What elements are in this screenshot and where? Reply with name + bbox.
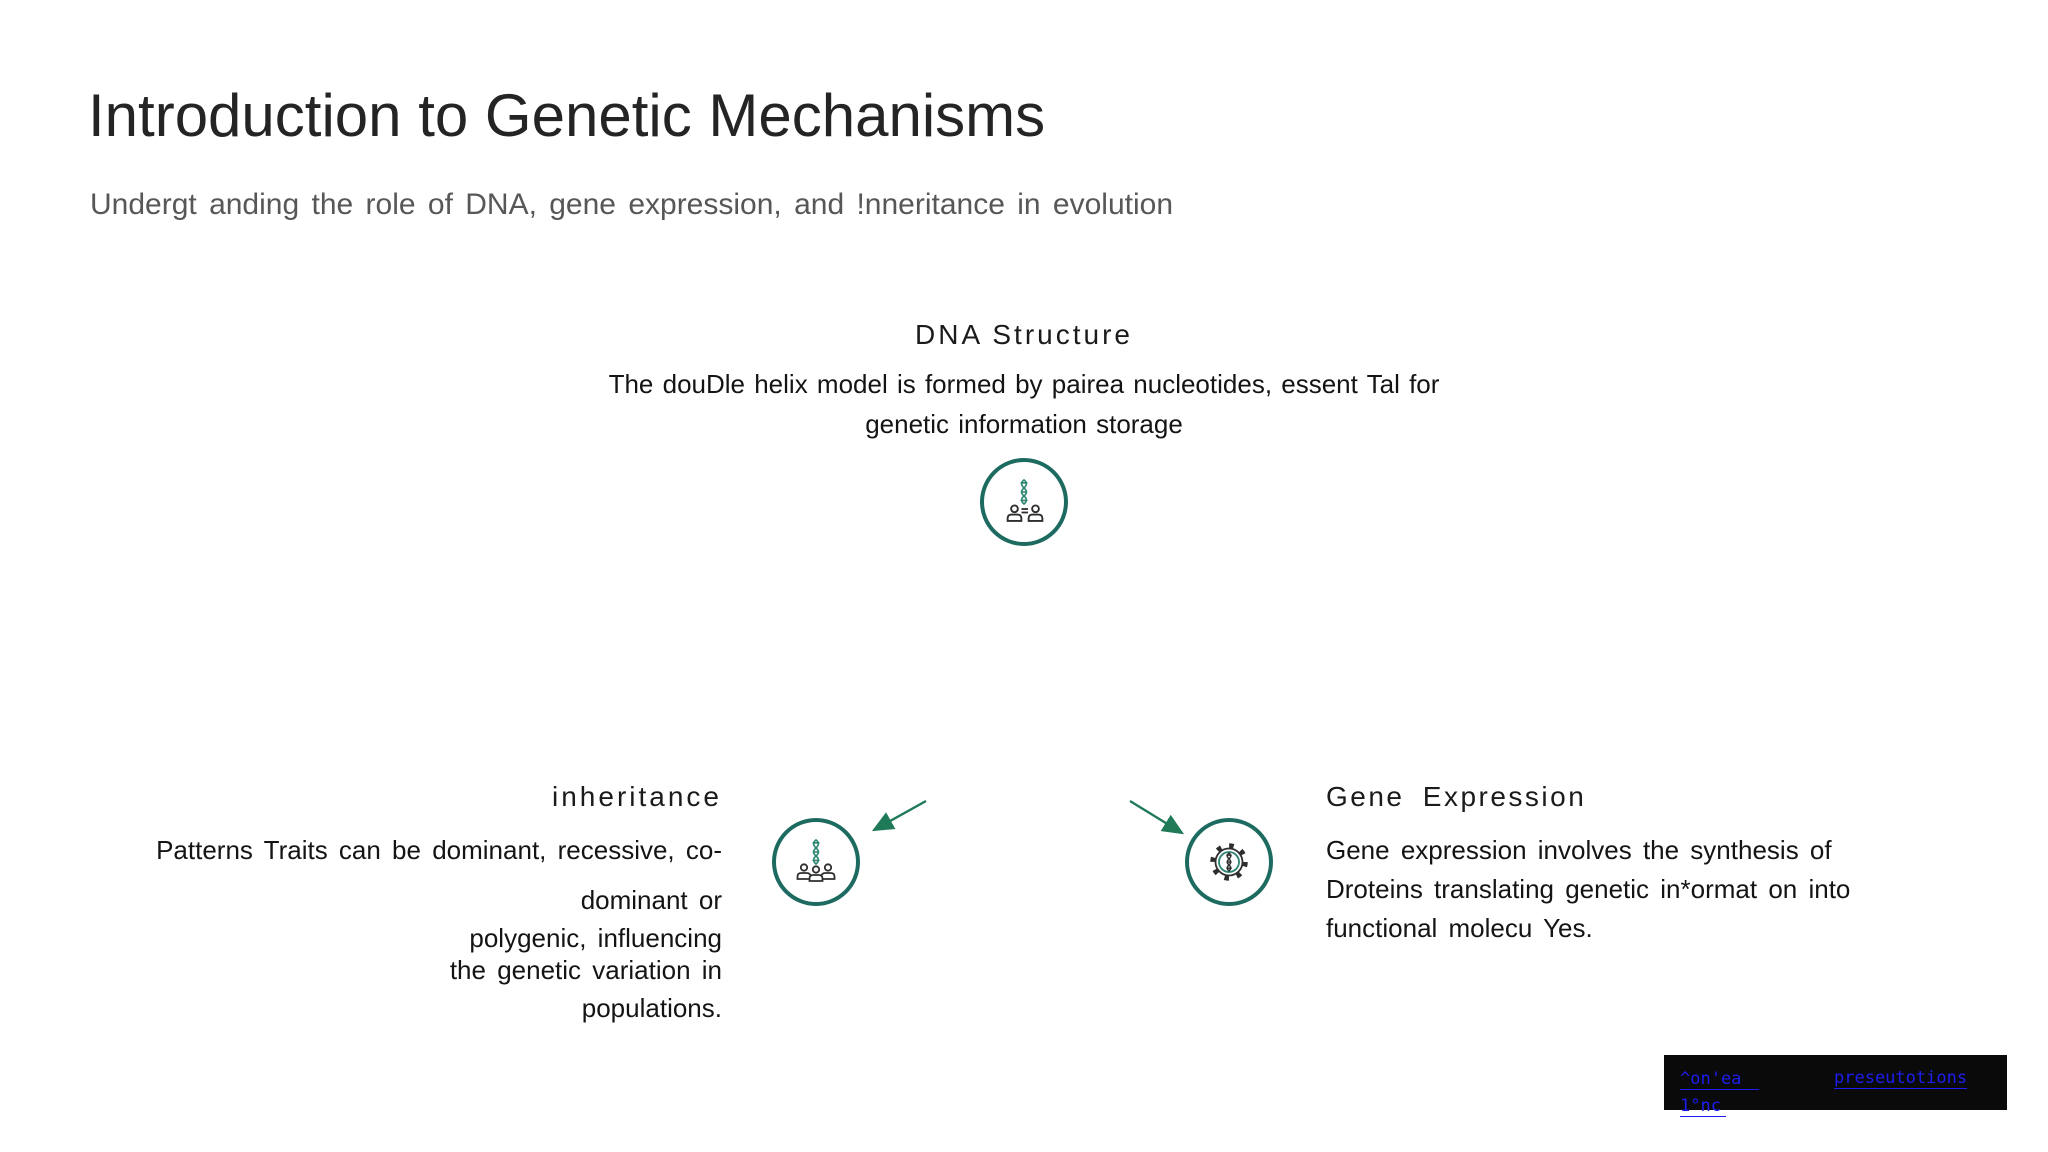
dna-structure-heading: DNA Structure bbox=[915, 319, 1133, 350]
gene-expression-heading: Gene Expression bbox=[1326, 781, 1587, 812]
inheritance-line: dominant or bbox=[580, 885, 722, 915]
dna-structure-line: The douDle helix model is formed by pair… bbox=[608, 369, 1440, 399]
footer-link-3[interactable]: 1°nc bbox=[1680, 1096, 1726, 1117]
footer-link-2[interactable]: preseutotions bbox=[1834, 1068, 1968, 1089]
gear-dna-icon bbox=[1185, 818, 1273, 906]
gene-expression-line: Gene expression involves the synthesis o… bbox=[1326, 835, 1832, 865]
gene-expression-line: Droteins translating genetic in*ormat on… bbox=[1326, 874, 1851, 904]
section-inheritance: inheritance Patterns Traits can be domin… bbox=[42, 780, 722, 1027]
inheritance-line: Patterns Traits can be dominant, recessi… bbox=[156, 835, 722, 865]
dna-structure-text: The douDle helix model is formed by pair… bbox=[474, 364, 1574, 444]
inheritance-line: populations. bbox=[581, 993, 722, 1023]
section-dna-structure: DNA Structure The douDle helix model is … bbox=[474, 318, 1574, 546]
dna-helix-people-icon bbox=[980, 458, 1068, 546]
footer-link-box: ^on'ea preseutotions 1°nc bbox=[1664, 1055, 2007, 1117]
gene-expression-line: functional molecu Yes. bbox=[1326, 913, 1593, 943]
inheritance-heading: inheritance bbox=[552, 781, 722, 812]
page-subtitle: Undergt anding the role of DNA, gene exp… bbox=[90, 188, 1173, 221]
arrow-to-inheritance-icon bbox=[871, 799, 927, 832]
section-gene-expression: Gene Expression Gene expression involves… bbox=[1326, 780, 1886, 948]
arrow-to-gene-expression-icon bbox=[1129, 799, 1185, 835]
dna-structure-line: genetic information storage bbox=[865, 409, 1183, 439]
footer-link-1[interactable]: ^on'ea bbox=[1680, 1069, 1760, 1090]
page-title: Introduction to Genetic Mechanisms bbox=[88, 82, 1046, 149]
inheritance-line: polygenic, influencing bbox=[469, 923, 722, 953]
dna-helix-group-icon bbox=[772, 818, 860, 906]
inheritance-line: the genetic variation in bbox=[449, 955, 722, 985]
